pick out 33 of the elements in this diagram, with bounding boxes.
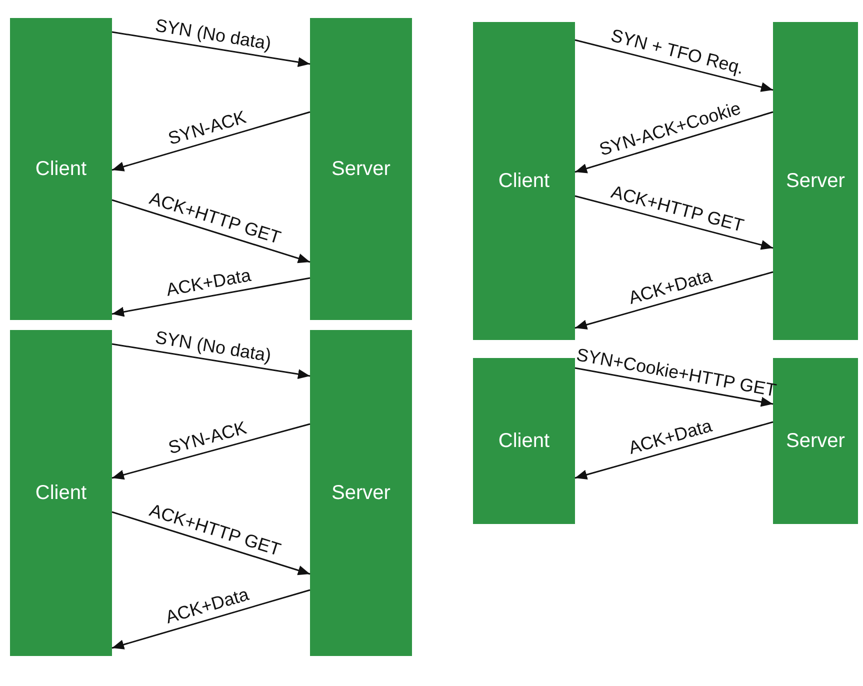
node-label: Server <box>332 158 390 180</box>
lifeline-bar <box>473 22 575 340</box>
arrow <box>112 199 310 264</box>
node-label: Client <box>498 430 550 452</box>
arrow <box>112 589 310 650</box>
node-label: Client <box>35 482 87 504</box>
arrow <box>574 195 774 250</box>
lifeline-bar <box>310 18 412 320</box>
arrow <box>574 367 774 407</box>
arrow <box>574 271 774 330</box>
edge-label: ACK+Data <box>164 266 253 301</box>
arrow <box>574 39 774 92</box>
arrow <box>574 421 774 480</box>
node-label: Client <box>498 170 550 192</box>
arrow <box>112 423 310 480</box>
edge-label: SYN (No data) <box>154 16 272 54</box>
arrow <box>112 511 310 576</box>
arrow <box>112 111 310 172</box>
node-label: Server <box>786 170 845 192</box>
lifeline-bar <box>473 358 575 524</box>
node-label: Client <box>35 158 87 180</box>
node-label: Server <box>332 482 390 504</box>
edge-label: SYN (No data) <box>154 328 272 366</box>
lifeline-bar <box>10 18 112 320</box>
lifeline-bar <box>10 330 112 656</box>
edge-label: SYN + TFO Req. <box>608 26 746 79</box>
arrow <box>112 343 310 380</box>
node-label: Server <box>786 430 845 452</box>
arrow <box>574 111 774 174</box>
arrow <box>112 31 310 68</box>
lifeline-bar <box>310 330 412 656</box>
arrow <box>112 277 310 317</box>
lifeline-bar <box>773 22 858 340</box>
